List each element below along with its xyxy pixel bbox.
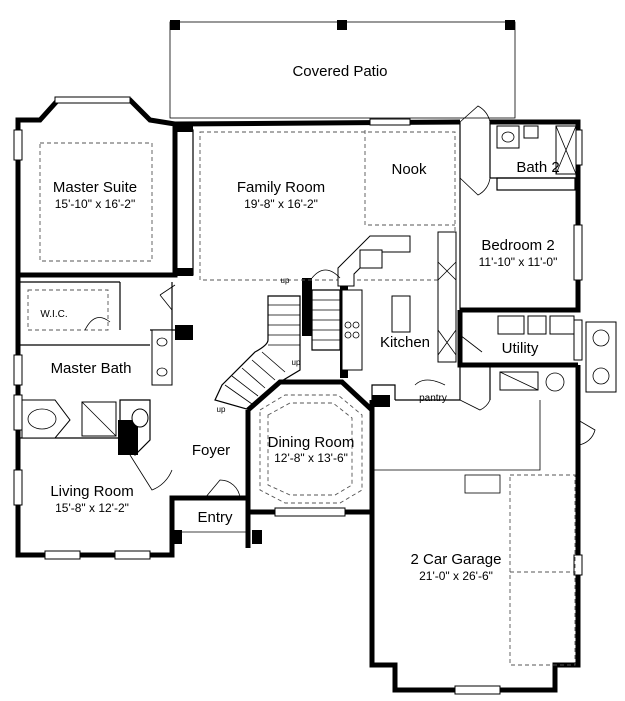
doors xyxy=(84,105,596,499)
pantry-label: pantry xyxy=(419,393,447,404)
foyer-label: Foyer xyxy=(192,442,230,459)
stair-up-label-1: up xyxy=(281,276,290,285)
nook-label: Nook xyxy=(391,161,427,178)
master-suite-tray-ceiling xyxy=(39,142,153,262)
master-bath-fixtures xyxy=(21,289,173,439)
dining-ceiling-outer xyxy=(259,394,363,504)
windows xyxy=(13,96,583,695)
utility-fixtures xyxy=(497,315,617,393)
family-room-ceiling xyxy=(199,131,456,281)
kitchen-label: Kitchen xyxy=(380,334,430,351)
dining-room-label: Dining Room xyxy=(268,434,355,451)
nook-ceiling xyxy=(364,130,455,226)
bath2-fixtures xyxy=(496,125,577,175)
master-suite-label: Master Suite xyxy=(53,179,137,196)
utility-label: Utility xyxy=(502,340,539,357)
room-labels: Covered Patio Master Suite 15'-10" x 16'… xyxy=(40,63,559,583)
stair-up-label-2: up xyxy=(292,358,301,367)
dining-ceiling-inner xyxy=(267,402,353,496)
master-bath-label: Master Bath xyxy=(51,360,132,377)
family-room-label: Family Room xyxy=(237,179,325,196)
kitchen-fixtures xyxy=(337,231,457,371)
kitchen-island xyxy=(391,295,411,333)
master-suite-dims: 15'-10" x 16'-2" xyxy=(55,197,135,211)
wic-label: W.I.C. xyxy=(40,309,67,320)
garage-features xyxy=(372,400,576,666)
stair-up-label-3: up xyxy=(217,405,226,414)
living-room-dims: 15'-8" x 12'-2" xyxy=(55,501,129,515)
stairs xyxy=(214,289,341,411)
family-room-dims: 19'-8" x 16'-2" xyxy=(244,197,318,211)
garage-label: 2 Car Garage xyxy=(411,551,502,568)
bath2-label: Bath 2 xyxy=(516,159,559,176)
covered-patio-label: Covered Patio xyxy=(292,63,387,80)
living-room-label: Living Room xyxy=(50,483,133,500)
covered-patio xyxy=(169,20,516,119)
garage-dims: 21'-0" x 26'-6" xyxy=(419,569,493,583)
bedroom2-dims: 11'-10" x 11'-0" xyxy=(479,255,558,269)
dining-room-dims: 12'-8" x 13'-6" xyxy=(274,451,348,465)
entry-label: Entry xyxy=(197,509,233,526)
bedroom2-label: Bedroom 2 xyxy=(481,237,554,254)
